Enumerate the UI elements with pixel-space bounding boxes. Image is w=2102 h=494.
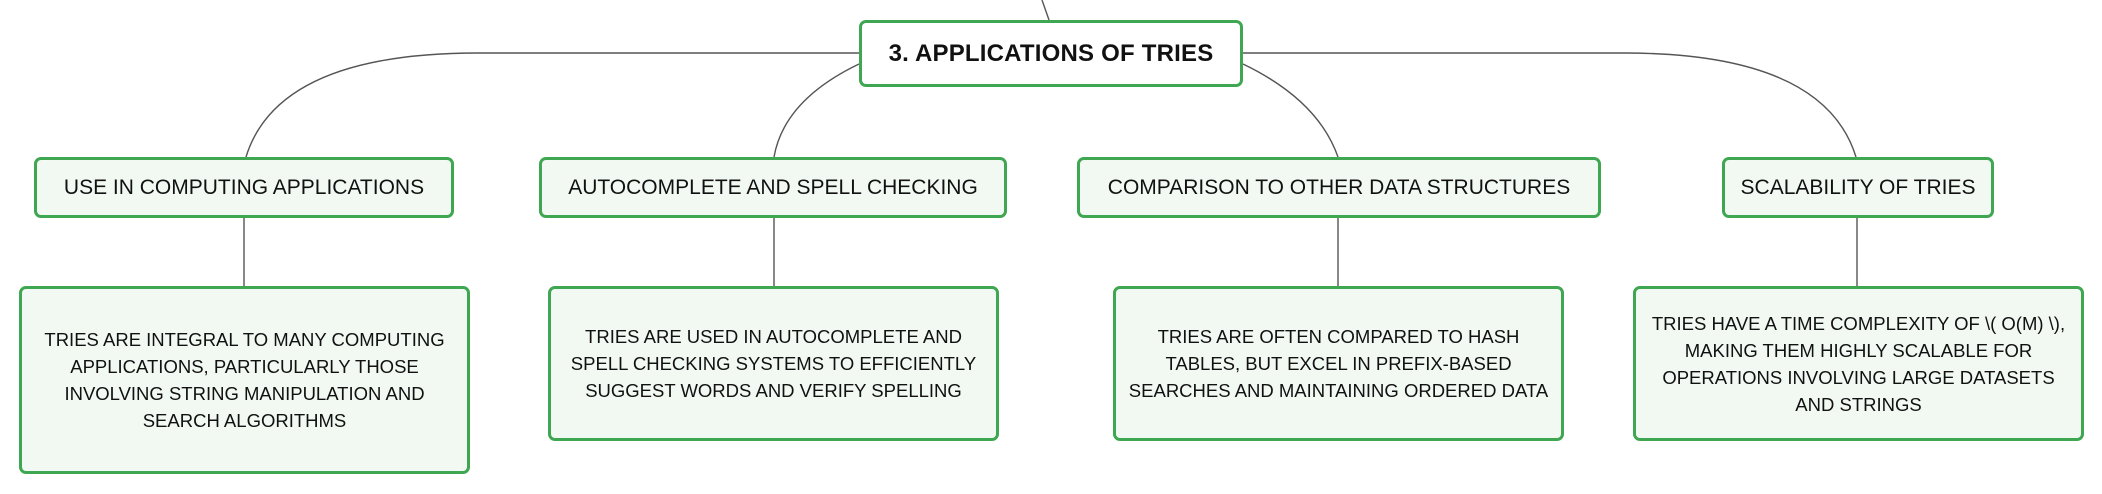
detail-node-text: TRIES ARE USED IN AUTOCOMPLETE AND SPELL… bbox=[570, 326, 977, 401]
branch-node-computing-applications[interactable]: USE IN COMPUTING APPLICATIONS bbox=[34, 157, 454, 218]
connector-root-to-branch-1 bbox=[245, 52, 859, 158]
root-node[interactable]: 3. APPLICATIONS OF TRIES bbox=[859, 20, 1243, 87]
detail-node-autocomplete[interactable]: TRIES ARE USED IN AUTOCOMPLETE AND SPELL… bbox=[548, 286, 999, 441]
connector-root-to-branch-3 bbox=[1242, 63, 1339, 158]
branch-node-comparison[interactable]: COMPARISON TO OTHER DATA STRUCTURES bbox=[1077, 157, 1601, 218]
connector-parent-to-root bbox=[1041, 0, 1050, 21]
detail-node-text: TRIES HAVE A TIME COMPLEXITY OF \( O(M) … bbox=[1651, 312, 2066, 415]
detail-node-scalability[interactable]: TRIES HAVE A TIME COMPLEXITY OF \( O(M) … bbox=[1633, 286, 2084, 441]
branch-node-autocomplete[interactable]: AUTOCOMPLETE AND SPELL CHECKING bbox=[539, 157, 1007, 218]
branch-node-label: AUTOCOMPLETE AND SPELL CHECKING bbox=[568, 175, 978, 199]
connector-root-to-branch-4 bbox=[1243, 52, 1857, 158]
branch-node-label: SCALABILITY OF TRIES bbox=[1740, 175, 1976, 199]
root-node-label: 3. APPLICATIONS OF TRIES bbox=[888, 39, 1214, 67]
branch-node-scalability[interactable]: SCALABILITY OF TRIES bbox=[1722, 157, 1994, 218]
detail-node-text: TRIES ARE INTEGRAL TO MANY COMPUTING APP… bbox=[44, 329, 445, 431]
branch-node-label: COMPARISON TO OTHER DATA STRUCTURES bbox=[1107, 175, 1571, 199]
connector-root-to-branch-2 bbox=[773, 63, 860, 158]
detail-node-comparison[interactable]: TRIES ARE OFTEN COMPARED TO HASH TABLES,… bbox=[1113, 286, 1564, 441]
detail-node-computing-applications[interactable]: TRIES ARE INTEGRAL TO MANY COMPUTING APP… bbox=[19, 286, 470, 474]
branch-node-label: USE IN COMPUTING APPLICATIONS bbox=[63, 175, 425, 199]
detail-node-text: TRIES ARE OFTEN COMPARED TO HASH TABLES,… bbox=[1128, 326, 1549, 401]
